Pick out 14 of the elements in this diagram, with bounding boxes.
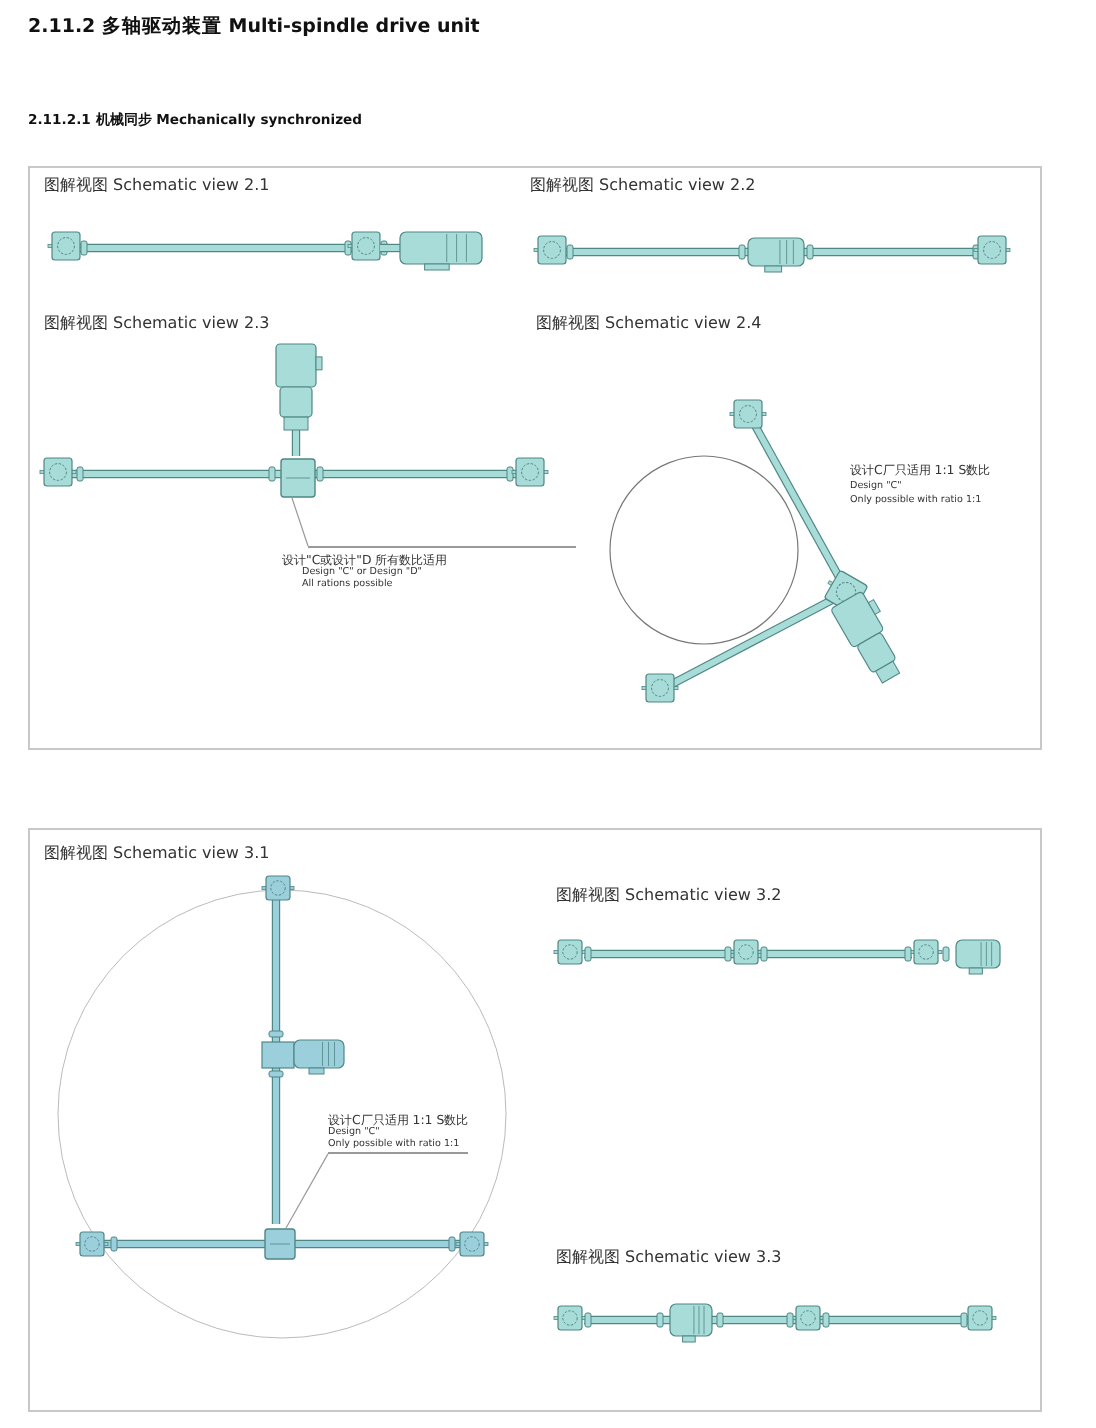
panel-frame bbox=[28, 828, 1042, 1412]
leader-line bbox=[285, 1153, 329, 1229]
view-heading: 图解视图 Schematic view 3.1 bbox=[44, 844, 270, 863]
view-heading: 图解视图 Schematic view 2.4 bbox=[536, 314, 762, 333]
view-heading: 图解视图 Schematic view 2.1 bbox=[44, 176, 270, 195]
view-heading: 图解视图 Schematic view 2.3 bbox=[44, 314, 270, 333]
panel-frame bbox=[28, 166, 1042, 750]
view-heading: 图解视图 Schematic view 3.3 bbox=[556, 1248, 782, 1267]
view-heading: 图解视图 Schematic view 3.2 bbox=[556, 886, 782, 905]
view-heading: 图解视图 Schematic view 2.2 bbox=[530, 176, 756, 195]
gearbox-icon bbox=[280, 458, 316, 498]
title: 2.11.2 多轴驱动装置 Multi-spindle drive unit bbox=[28, 18, 480, 40]
leader-line bbox=[291, 497, 309, 547]
gearbox-icon bbox=[264, 1228, 296, 1260]
